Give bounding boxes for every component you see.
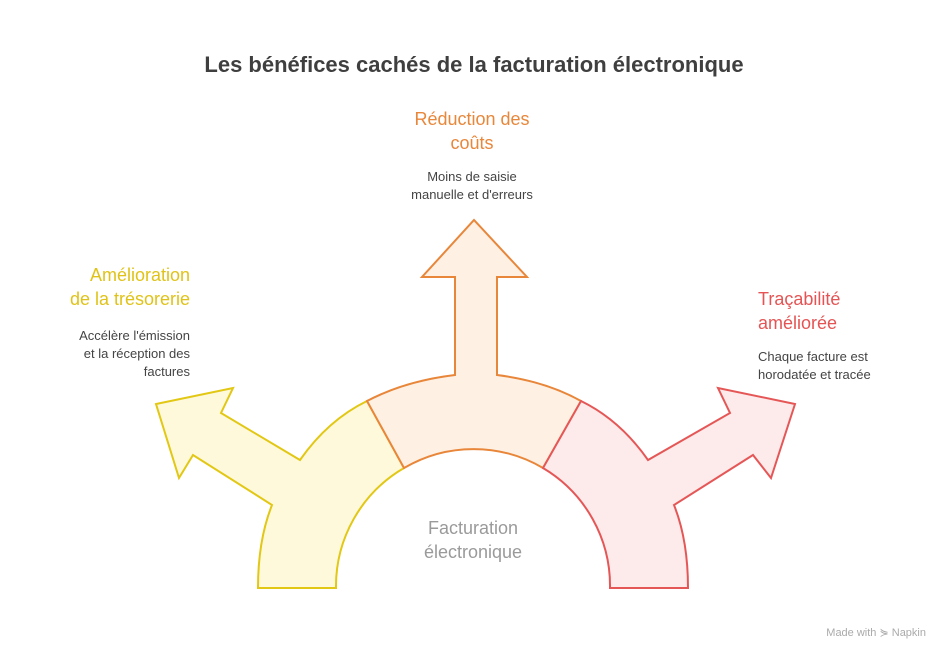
title-line: Amélioration (89, 265, 190, 285)
title-line: améliorée (758, 313, 838, 333)
title-line: Traçabilité (758, 289, 841, 309)
body-line: horodatée et tracée (758, 367, 871, 382)
title-line: de la trésorerie (69, 289, 190, 309)
center-label: Facturation électronique (373, 516, 573, 564)
up-arrow-costs (365, 218, 583, 470)
center-label-line: Facturation (427, 518, 519, 538)
napkin-watermark: Made with ⋟ Napkin (826, 627, 926, 639)
body-line: et la réception des (83, 346, 190, 361)
branch-body-traceability: Chaque facture est horodatée et tracée (758, 348, 938, 384)
body-line: factures (143, 364, 190, 379)
left-arrow-treasury (154, 386, 406, 589)
branch-title-costs: Réduction des coûts (372, 107, 572, 155)
branch-title-traceability: Traçabilité améliorée (758, 287, 928, 335)
page-title: Les bénéfices cachés de la facturation é… (204, 52, 744, 77)
branch-body-treasury: Accélère l'émission et la réception des … (20, 327, 190, 381)
center-label-line: électronique (423, 542, 523, 562)
body-line: Accélère l'émission (79, 328, 190, 343)
body-line: manuelle et d'erreurs (411, 187, 533, 202)
body-line: Chaque facture est (758, 349, 868, 364)
branch-title-treasury: Amélioration de la trésorerie (40, 263, 190, 311)
right-arrow-traceability (541, 386, 797, 589)
body-line: Moins de saisie (427, 169, 517, 184)
title-line: coûts (450, 133, 494, 153)
branch-body-costs: Moins de saisie manuelle et d'erreurs (372, 168, 572, 204)
title-line: Réduction des (414, 109, 530, 129)
